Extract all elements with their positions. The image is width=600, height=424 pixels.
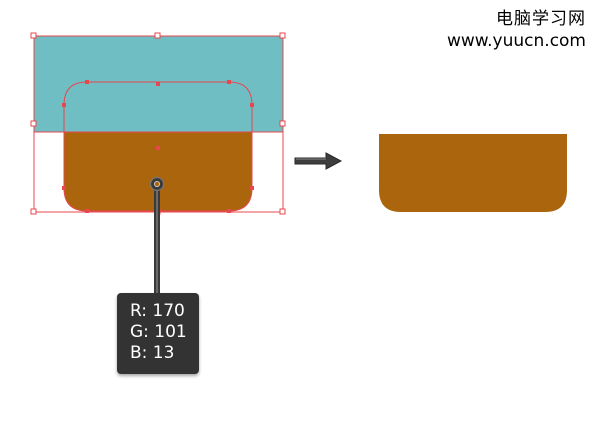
handle-bottom-right bbox=[279, 208, 286, 215]
anchor-top-left bbox=[85, 80, 89, 84]
handle-top-middle bbox=[154, 32, 161, 39]
anchor-left-upper bbox=[62, 103, 66, 107]
handle-top-right bbox=[279, 32, 286, 39]
anchor-top-middle bbox=[156, 82, 160, 86]
anchor-bottom-right bbox=[227, 209, 231, 213]
green-value-label: G: 101 bbox=[130, 322, 187, 342]
watermark-title: 电脑学习网 bbox=[496, 9, 586, 29]
red-value-label: R: 170 bbox=[130, 301, 185, 321]
color-readout-tooltip: R: 170 G: 101 B: 13 bbox=[117, 293, 199, 374]
handle-middle-left bbox=[30, 120, 37, 127]
handle-middle-right bbox=[279, 120, 286, 127]
anchor-right-upper bbox=[250, 103, 254, 107]
anchor-right-lower bbox=[250, 186, 254, 190]
anchor-center bbox=[156, 146, 160, 150]
handle-bottom-left bbox=[30, 208, 37, 215]
result-bowl-shape[interactable] bbox=[379, 134, 567, 212]
handle-top-left bbox=[30, 32, 37, 39]
brown-rounded-shape[interactable] bbox=[64, 132, 252, 211]
anchor-top-right bbox=[227, 80, 231, 84]
blue-value-label: B: 13 bbox=[130, 343, 175, 363]
watermark-url: www.yuucn.com bbox=[447, 31, 586, 51]
anchor-bottom-left bbox=[85, 209, 89, 213]
eyedropper-pin-icon bbox=[149, 176, 165, 297]
right-arrow-icon bbox=[294, 152, 343, 170]
watermark: 电脑学习网 www.yuucn.com bbox=[386, 8, 586, 52]
anchor-left-lower bbox=[62, 186, 66, 190]
